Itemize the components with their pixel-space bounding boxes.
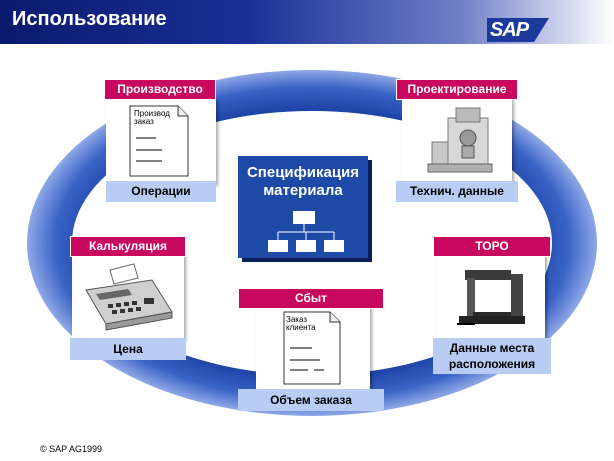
sales-tag: Сбыт [238,288,384,309]
costing-tag: Калькуляция [70,236,186,257]
bom-center-box: Спецификация материала [238,156,368,258]
machine-tool-icon [427,107,493,173]
production-card: Производ заказ [106,98,216,184]
calculator-icon [85,263,173,331]
design-label: Технич. данные [396,181,518,202]
sales-label: Объем заказа [238,389,384,411]
toro-card [437,254,545,340]
equipment-icon [457,270,525,325]
production-label: Операции [106,181,216,202]
toro-tag: ТОРО [433,236,551,257]
production-tag: Производство [104,79,216,100]
production-order-document-icon [129,105,189,177]
costing-card [72,254,184,340]
footer-copyright: © SAP AG1999 [40,444,103,454]
design-tag: Проектирование [396,79,518,100]
customer-order-document-icon [283,311,341,385]
sales-card: Заказ клиента [256,306,370,390]
hierarchy-icon [268,211,344,252]
page-title: Использование [12,8,167,30]
production-doc-text: Производ заказ [134,109,170,126]
copyright-text: SAP AG1999 [49,444,103,454]
sap-logo-text: SAP [490,19,529,41]
sap-logo: SAP [487,18,549,42]
bom-title: Спецификация материала [246,164,360,199]
costing-label: Цена [70,338,186,360]
sales-doc-text: Заказ клиента [286,315,316,332]
toro-label: Данные места расположения [433,338,551,374]
design-card [402,98,512,184]
